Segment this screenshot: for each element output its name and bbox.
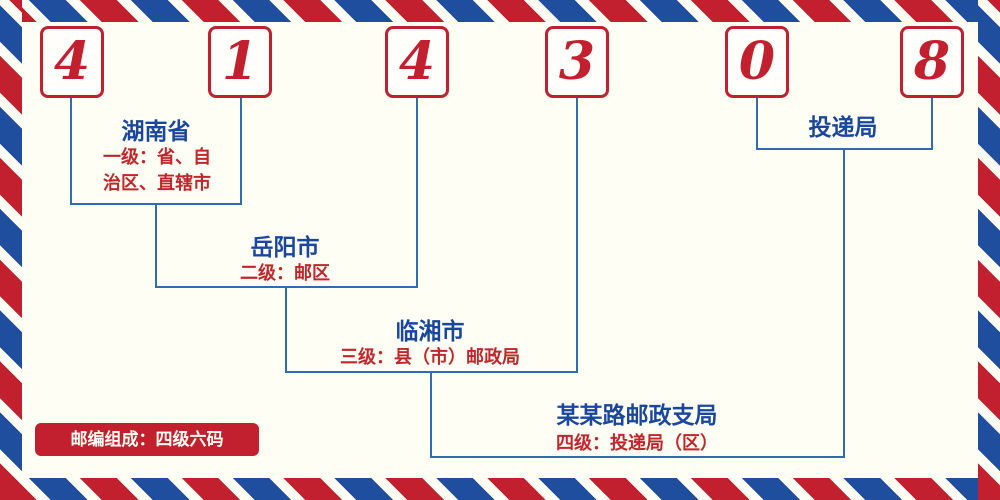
delivery-label: 投递局 [808, 114, 878, 140]
digit-2: 1 [221, 31, 259, 92]
footer-badge: 邮编组成：四级六码 [35, 423, 259, 456]
digit-box-4: 3 [545, 26, 609, 98]
digit-6: 8 [913, 31, 951, 92]
digit-1: 4 [53, 31, 91, 92]
connector-level4-bottom [430, 456, 845, 458]
airmail-border-left [0, 0, 22, 500]
level4-desc: 四级：投递局（区） [556, 433, 718, 453]
airmail-border-right [978, 0, 1000, 500]
digit-4: 3 [558, 31, 596, 92]
digit-box-2: 1 [208, 26, 272, 98]
connector-digit4-down [576, 98, 578, 373]
level4-name: 某某路邮政支局 [556, 402, 718, 428]
digit-box-1: 4 [40, 26, 104, 98]
level2-desc: 二级：邮区 [240, 263, 330, 283]
level2-name: 岳阳市 [250, 234, 320, 260]
airmail-border-bottom [0, 478, 1000, 500]
connector-digit5-down [756, 98, 758, 150]
connector-digit6-down [931, 98, 933, 150]
digit-3: 4 [398, 31, 436, 92]
level3-desc: 三级：县（市）邮政局 [340, 347, 520, 367]
digit-5: 0 [738, 31, 776, 92]
connector-digit1-down [70, 98, 72, 205]
digit-box-6: 8 [900, 26, 964, 98]
connector-level2-to-level3 [285, 286, 287, 373]
digit-box-5: 0 [725, 26, 789, 98]
airmail-border-top [0, 0, 1000, 22]
connector-delivery-to-level4 [843, 148, 845, 458]
level1-desc: 一级：省、自治区、直辖市 [103, 147, 211, 194]
connector-digit2-down [240, 98, 242, 205]
connector-level1-to-level2 [155, 203, 157, 288]
connector-level3-to-level4 [430, 371, 432, 458]
digit-box-3: 4 [385, 26, 449, 98]
level1-name: 湖南省 [121, 118, 191, 144]
level3-name: 临湘市 [395, 318, 465, 344]
connector-digit3-down [416, 98, 418, 288]
